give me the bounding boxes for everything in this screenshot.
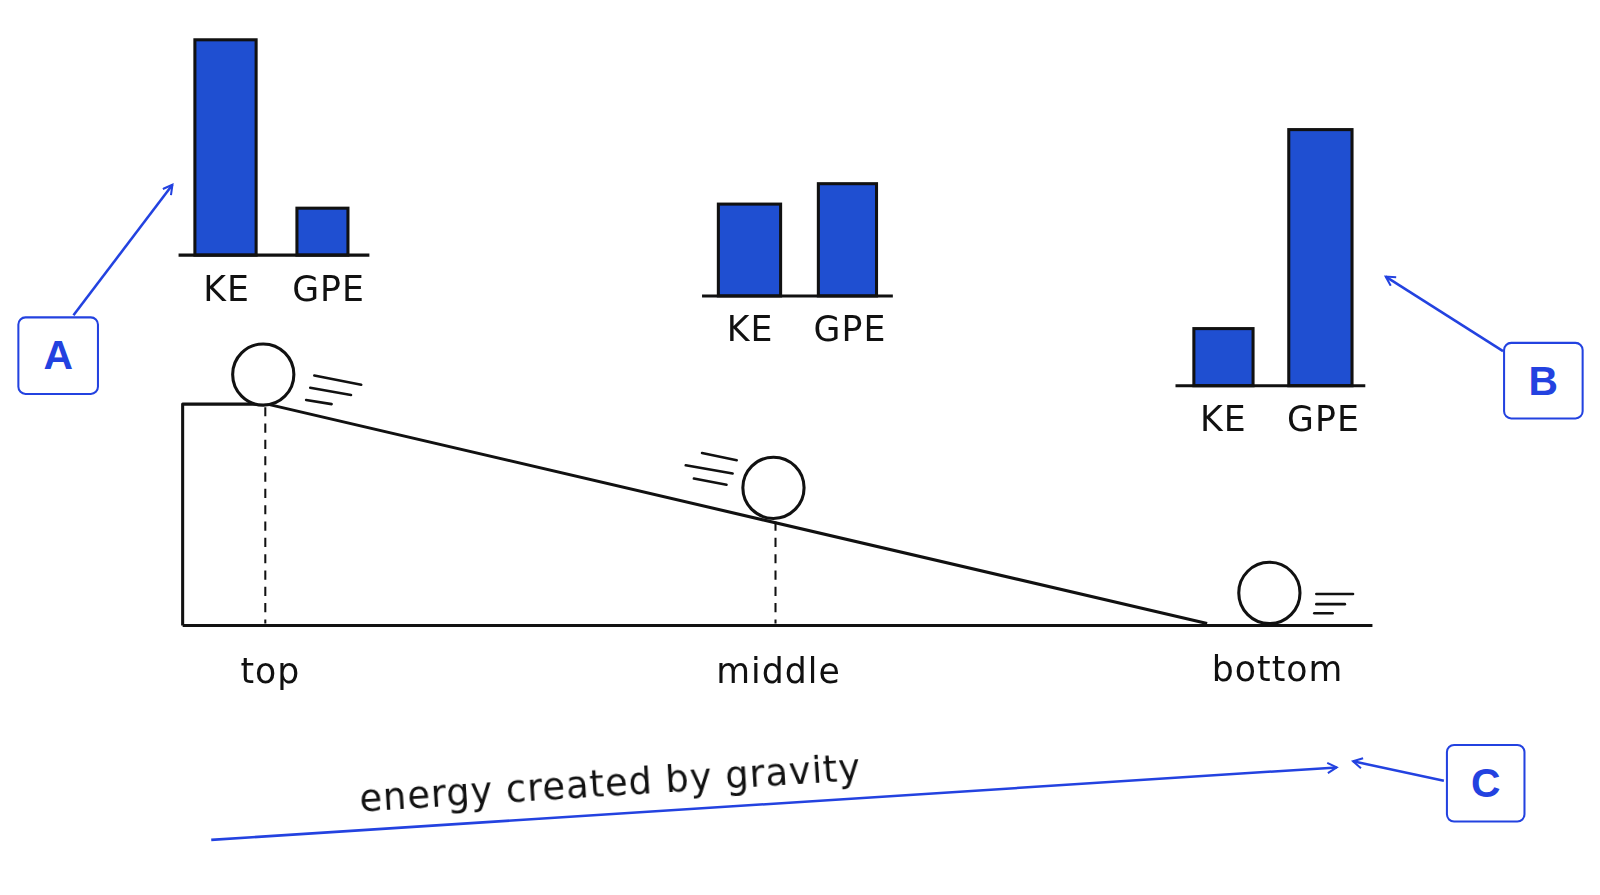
- bar: [818, 184, 876, 296]
- bar-label: GPE: [814, 308, 887, 349]
- callout-box: C: [1446, 744, 1526, 823]
- bar: [1289, 130, 1352, 386]
- callout-letter: A: [43, 333, 72, 379]
- leader-line: [73, 185, 172, 316]
- bar-chart: [1176, 130, 1366, 386]
- height-line: [264, 407, 266, 623]
- ball: [743, 457, 804, 518]
- leader-line: [1386, 277, 1503, 351]
- ramp: [183, 404, 1207, 625]
- bar-chart: [179, 40, 370, 255]
- motion-lines: [306, 376, 1353, 614]
- ball: [233, 344, 294, 405]
- bar-chart: [702, 184, 893, 296]
- arrow-label: energy created by gravity: [358, 746, 862, 819]
- height-line: [774, 521, 776, 623]
- bar-label: KE: [727, 308, 774, 349]
- position-label: middle: [716, 650, 841, 691]
- bar-label: KE: [1200, 398, 1247, 439]
- ground-line: [183, 624, 1373, 627]
- position-label: bottom: [1212, 648, 1344, 689]
- leader-line: [1353, 761, 1444, 780]
- bar: [195, 40, 256, 255]
- bar: [297, 208, 348, 255]
- axis-line: [179, 254, 370, 257]
- callout-box: B: [1503, 342, 1584, 420]
- bar-label: GPE: [1287, 398, 1360, 439]
- bar: [1194, 329, 1253, 386]
- callout-letter: B: [1529, 358, 1558, 404]
- bar-label: GPE: [292, 268, 365, 309]
- bar: [718, 204, 780, 296]
- position-label: top: [240, 650, 300, 691]
- axis-line: [1176, 384, 1366, 387]
- ball: [1239, 562, 1300, 623]
- bar-label: KE: [203, 268, 250, 309]
- callout-box: A: [17, 316, 99, 395]
- callout-letter: C: [1471, 760, 1500, 806]
- axis-line: [702, 294, 893, 297]
